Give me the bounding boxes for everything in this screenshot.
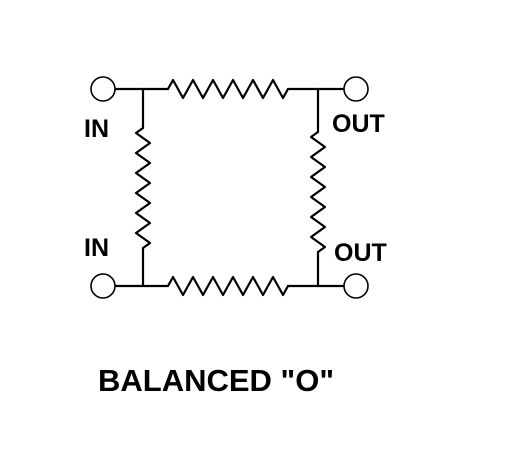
resistor-top: [166, 78, 290, 100]
out-bottom-terminal: [343, 273, 369, 299]
top-branch: [114, 78, 346, 100]
right-branch: [309, 87, 327, 288]
resistor-right: [309, 130, 327, 254]
diagram-caption: BALANCED "O": [98, 363, 334, 398]
left-branch: [134, 87, 152, 288]
resistor-left: [134, 126, 152, 250]
bottom-branch: [114, 275, 346, 297]
out-bottom-label: OUT: [334, 239, 387, 267]
in-bottom-terminal: [90, 273, 116, 299]
in-bottom-label: IN: [84, 234, 109, 262]
in-top-label: IN: [84, 115, 109, 143]
out-top-terminal: [343, 76, 369, 102]
in-top-terminal: [90, 76, 116, 102]
out-top-label: OUT: [332, 110, 385, 138]
resistor-bottom: [166, 275, 290, 297]
